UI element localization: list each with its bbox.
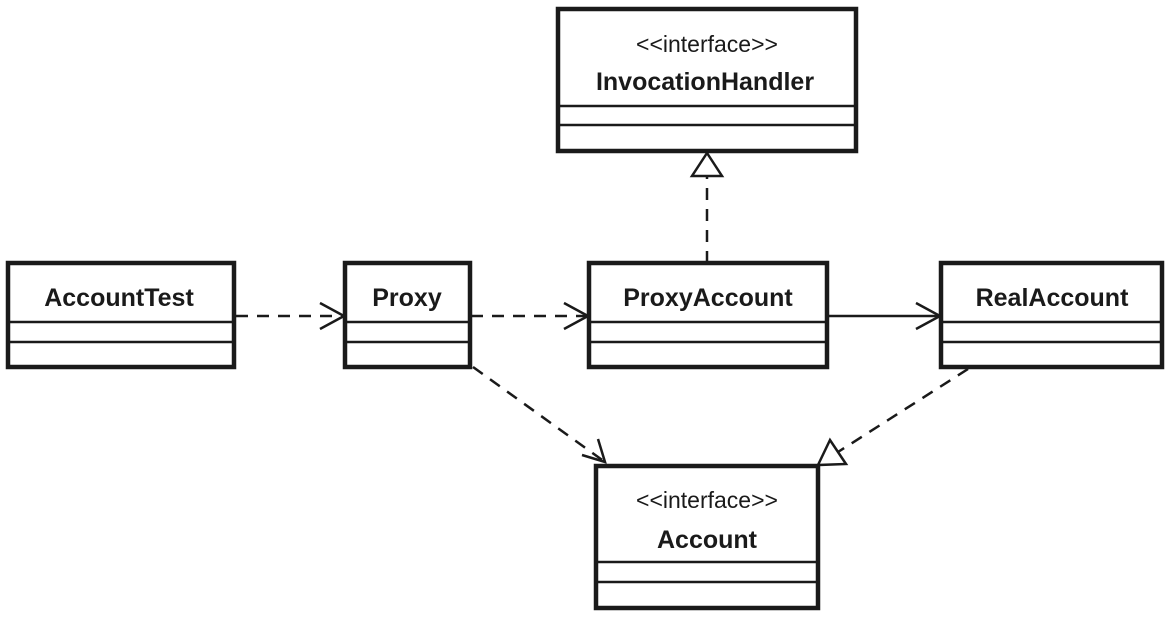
- class-proxyaccount[interactable]: ProxyAccount: [586, 260, 830, 370]
- class-realaccount[interactable]: RealAccount: [938, 260, 1165, 370]
- association-proxyaccount-to-realaccount: [828, 301, 943, 331]
- realaccount-name: RealAccount: [976, 284, 1129, 312]
- account-name: Account: [657, 526, 758, 554]
- class-proxy[interactable]: Proxy: [342, 260, 473, 370]
- account-stereotype: <<interface>>: [636, 487, 778, 513]
- accounttest-name: AccountTest: [44, 284, 194, 312]
- dependency-proxy-to-proxyaccount: [471, 301, 591, 331]
- class-accounttest[interactable]: AccountTest: [5, 260, 237, 370]
- class-invocationhandler[interactable]: <<interface>> InvocationHandler: [555, 6, 859, 154]
- dependency-accounttest-to-proxy: [236, 301, 347, 331]
- proxy-name: Proxy: [372, 284, 442, 312]
- dependency-proxy-to-account: [472, 365, 607, 464]
- realization-proxyaccount-to-invocationhandler: [689, 150, 725, 263]
- realization-realaccount-to-account: [815, 367, 969, 467]
- invocationhandler-name: InvocationHandler: [596, 68, 814, 96]
- invocationhandler-stereotype: <<interface>>: [636, 31, 778, 57]
- class-account[interactable]: <<interface>> Account: [593, 463, 821, 611]
- proxyaccount-name: ProxyAccount: [623, 284, 793, 312]
